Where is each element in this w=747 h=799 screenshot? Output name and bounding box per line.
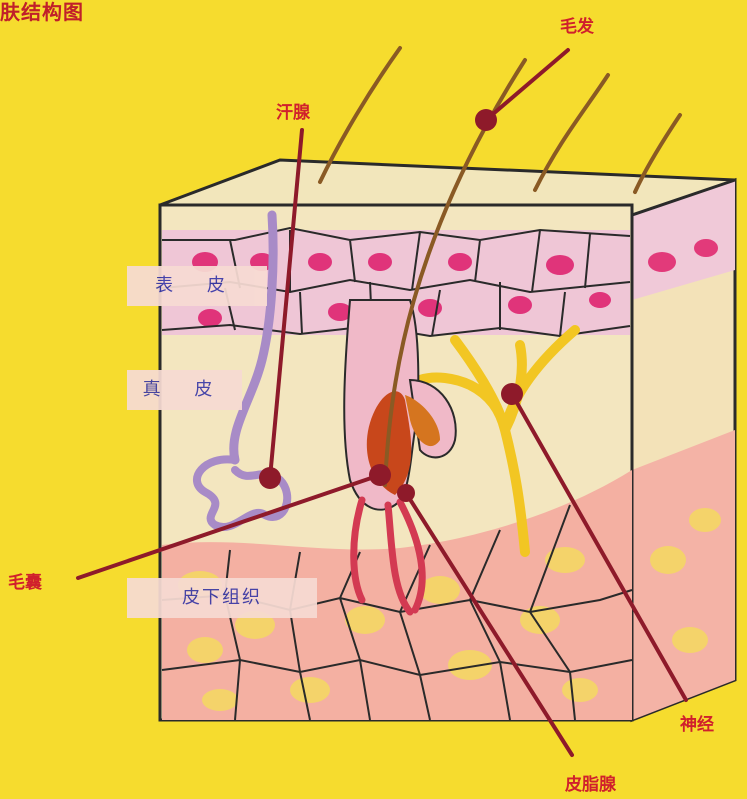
- epidermis-label: 表 皮: [127, 266, 267, 306]
- hair-follicle-label: 毛囊: [8, 568, 42, 593]
- subcutaneous-label: 皮下组织: [127, 578, 317, 618]
- dermis-label: 真 皮: [127, 370, 242, 410]
- skin-block-side: [632, 180, 735, 720]
- page-title: 肤结构图: [0, 0, 84, 25]
- sweat-gland-label: 汗腺: [276, 98, 310, 123]
- nerve-label: 神经: [680, 710, 714, 735]
- sebaceous-gland-label: 皮脂腺: [565, 770, 616, 795]
- hair-label: 毛发: [560, 12, 594, 37]
